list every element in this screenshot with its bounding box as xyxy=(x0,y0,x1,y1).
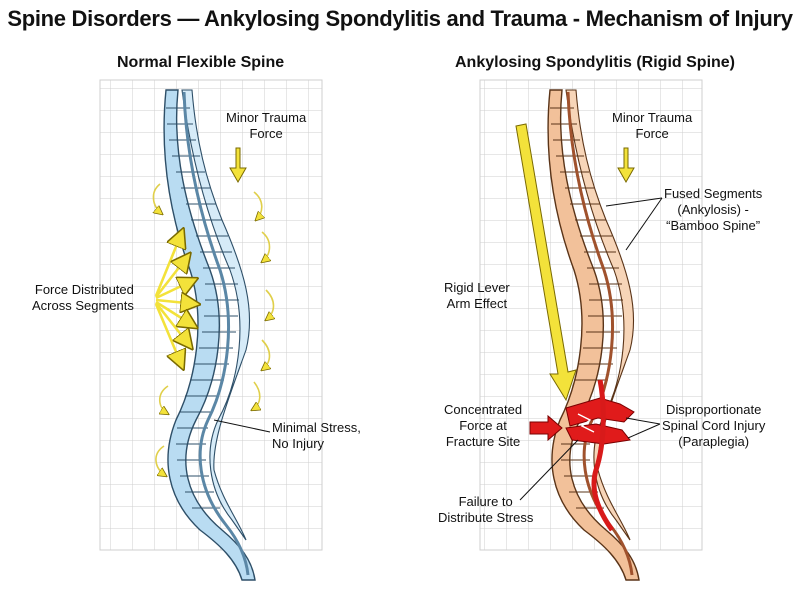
panel-title-normal: Normal Flexible Spine xyxy=(117,54,285,71)
distribution-arrows-left xyxy=(152,183,168,476)
rigid-lever-arrow xyxy=(515,123,577,402)
force-distributed-arrows xyxy=(154,232,196,366)
rigid-leaders xyxy=(519,197,663,501)
fracture-site xyxy=(565,379,635,532)
panel-title-rigid: Ankylosing Spondylitis (Rigid Spine) xyxy=(455,54,736,71)
page-title: Spine Disorders — Ankylosing Spondylitis… xyxy=(7,6,793,31)
minimal-stress-leader xyxy=(213,419,271,433)
minor-trauma-arrow-left xyxy=(229,147,247,184)
label-minimal-stress: Minimal Stress,No Injury xyxy=(272,420,361,451)
distribution-arrows-right xyxy=(252,191,274,410)
minor-trauma-arrow-right xyxy=(617,147,635,184)
label-fused-segments: Fused Segments(Ankylosis) -“Bamboo Spine… xyxy=(664,186,763,233)
concentrated-force-arrow xyxy=(529,414,563,442)
